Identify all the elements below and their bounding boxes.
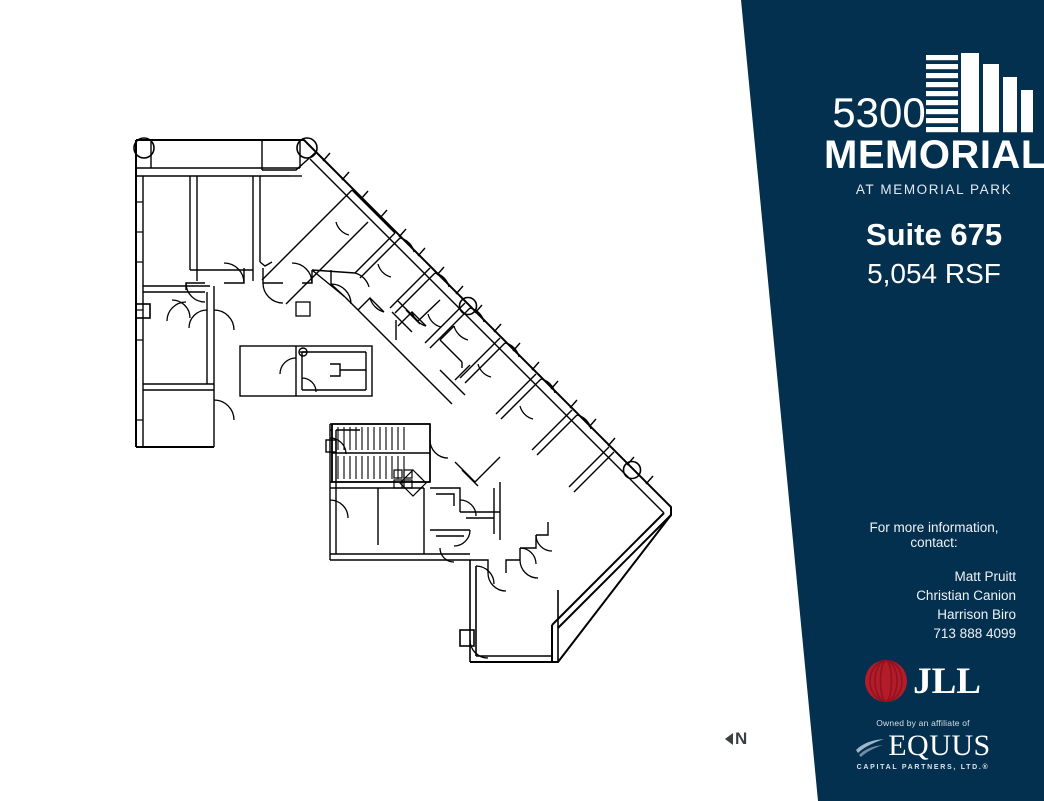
suite-rsf: 5,054 RSF — [867, 258, 1001, 290]
building-outline — [135, 139, 672, 663]
jll-wordmark: JLL — [913, 660, 981, 702]
top-chamfer — [261, 140, 317, 171]
equus-swoosh-mark — [856, 739, 885, 757]
diagonal-offices — [261, 189, 615, 493]
contact-name-1: Matt Pruitt — [954, 569, 1016, 584]
equus-logo: Owned by an affiliate of EQUUS CAPITAL P… — [824, 718, 1044, 771]
floor-plan-drawing — [133, 137, 672, 663]
equus-owned-by: Owned by an affiliate of — [876, 718, 970, 728]
north-arrow-icon: N — [725, 730, 747, 747]
panel-content: 5300 — [824, 0, 1044, 801]
diagonal-corridor-wall — [311, 269, 463, 405]
building-core — [331, 423, 431, 483]
interior-column — [295, 301, 311, 317]
north-label: N — [735, 729, 748, 748]
suite-info: Suite 675 5,054 RSF — [824, 217, 1044, 291]
core-fixtures — [393, 469, 427, 497]
northwest-offices — [135, 176, 261, 447]
structural-columns — [133, 137, 642, 480]
equus-mark-row: EQUUS — [824, 731, 1022, 761]
contact-names: Matt Pruitt Christian Canion Harrison Bi… — [824, 567, 1016, 644]
west-window-mullions — [136, 201, 143, 421]
jll-circle-mark — [865, 660, 908, 702]
south-suite — [459, 560, 559, 663]
top-corridor — [136, 140, 302, 177]
equus-wordmark: EQUUS — [888, 729, 991, 762]
north-arrow-triangle — [725, 732, 733, 745]
southeast-rooms — [430, 456, 501, 540]
south-alcove-walls — [476, 522, 549, 573]
southeast-exterior — [551, 512, 672, 662]
brand-lockup: 5300 — [824, 53, 1044, 197]
west-wall-niche — [135, 303, 151, 319]
equus-tagline: CAPITAL PARTNERS, LTD.® — [856, 764, 990, 771]
door-swings — [166, 221, 592, 659]
building-icon — [925, 53, 1033, 133]
brand-number: 5300 — [832, 89, 926, 136]
interior-partitions — [185, 261, 455, 341]
floor-plan-svg — [133, 137, 672, 663]
brand-name: MEMORIAL — [824, 133, 1044, 177]
brand-mark-row: 5300 — [824, 53, 1044, 136]
suite-name: Suite 675 — [865, 217, 1003, 252]
jll-logo: JLL — [824, 660, 1044, 702]
contact-block: For more information, contact: Matt Prui… — [824, 520, 1044, 644]
south-rooms — [325, 423, 476, 561]
restroom-block — [239, 345, 373, 397]
contact-heading: For more information, contact: — [869, 520, 999, 550]
contact-phone: 713 888 4099 — [933, 626, 1016, 642]
contact-name-2: Christian Canion — [916, 588, 1016, 604]
brand-subtitle: AT MEMORIAL PARK — [855, 182, 1013, 197]
contact-name-3: Harrison Biro — [937, 607, 1016, 623]
diagonal-curtain-wall — [309, 151, 672, 514]
